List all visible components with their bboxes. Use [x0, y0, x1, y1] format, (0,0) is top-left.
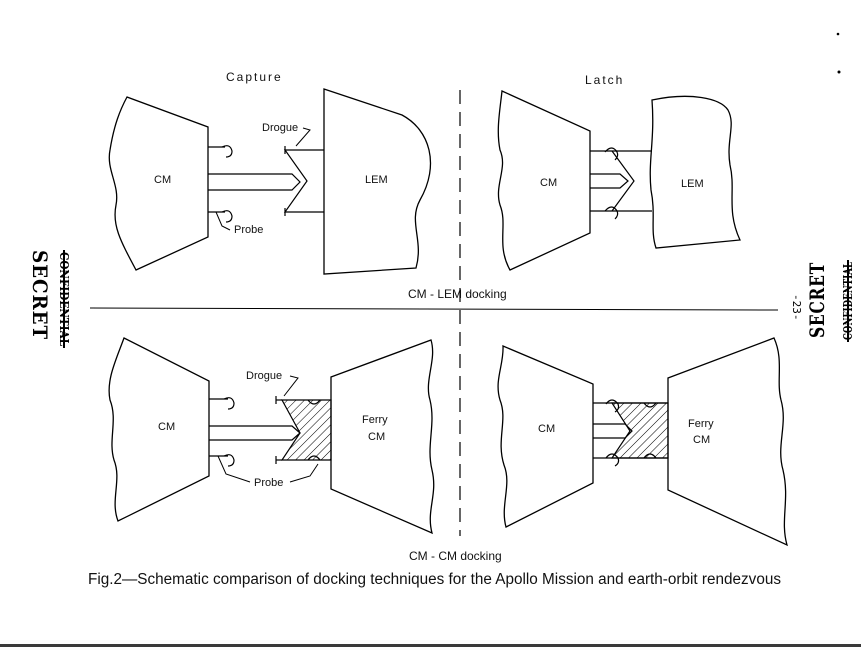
hatched-drogue [280, 399, 332, 461]
capture-title: Capture [226, 70, 283, 84]
lem-label: LEM [681, 178, 704, 190]
panel-ferry-capture: CM Ferry CM Drogue Probe [108, 337, 435, 535]
probe-arm [208, 173, 301, 191]
cm-label: CM [158, 421, 175, 433]
cm-module [108, 96, 209, 271]
drogue-cone [283, 149, 324, 213]
cm-module [497, 344, 594, 528]
ferry-cm-module [667, 337, 789, 547]
ferry-label-2: CM [368, 431, 385, 443]
speck [837, 70, 841, 74]
left-confidential-stamp: CONFIDENTIAL [57, 250, 71, 348]
panel-latch: Latch CM LEM [497, 73, 741, 271]
page-number: -23- [790, 294, 803, 321]
horizontal-divider [89, 307, 779, 311]
lem-module [323, 88, 432, 275]
right-stamp-text: SECRET [805, 262, 829, 338]
probe-label: Probe [254, 477, 283, 489]
figure-caption: Fig.2—Schematic comparison of docking te… [88, 571, 781, 588]
cm-label: CM [154, 174, 171, 186]
ferry-label-1: Ferry [688, 418, 714, 430]
latch-title: Latch [585, 73, 624, 87]
bottom-edge [0, 644, 861, 647]
probe-label: Probe [234, 224, 263, 236]
cm-module [108, 337, 210, 522]
left-secret-stamp: SECRET [28, 250, 52, 340]
hatched-drogue [610, 402, 669, 459]
cm-module [497, 90, 591, 271]
ferry-label-2: CM [693, 434, 710, 446]
cm-label: CM [538, 423, 555, 435]
ferry-label-1: Ferry [362, 414, 388, 426]
ferry-cm-module [330, 339, 435, 535]
page-number-text: -23- [790, 294, 803, 321]
bottom-caption: CM - CM docking [409, 549, 502, 563]
drogue-label: Drogue [246, 370, 282, 382]
speck [836, 32, 840, 36]
left-stamp-text: SECRET [28, 250, 52, 340]
top-caption: CM - LEM docking [408, 287, 507, 301]
drogue-label: Drogue [262, 122, 298, 134]
right-confidential-stamp: CONFIDENTIAL [841, 260, 855, 342]
panel-capture: Capture CM LEM Drogue Probe [108, 70, 432, 275]
lem-label: LEM [365, 174, 388, 186]
lem-module [649, 95, 741, 249]
right-secret-stamp: SECRET [805, 262, 829, 338]
panel-ferry-latch: CM Ferry CM [497, 337, 789, 547]
cm-label: CM [540, 177, 557, 189]
